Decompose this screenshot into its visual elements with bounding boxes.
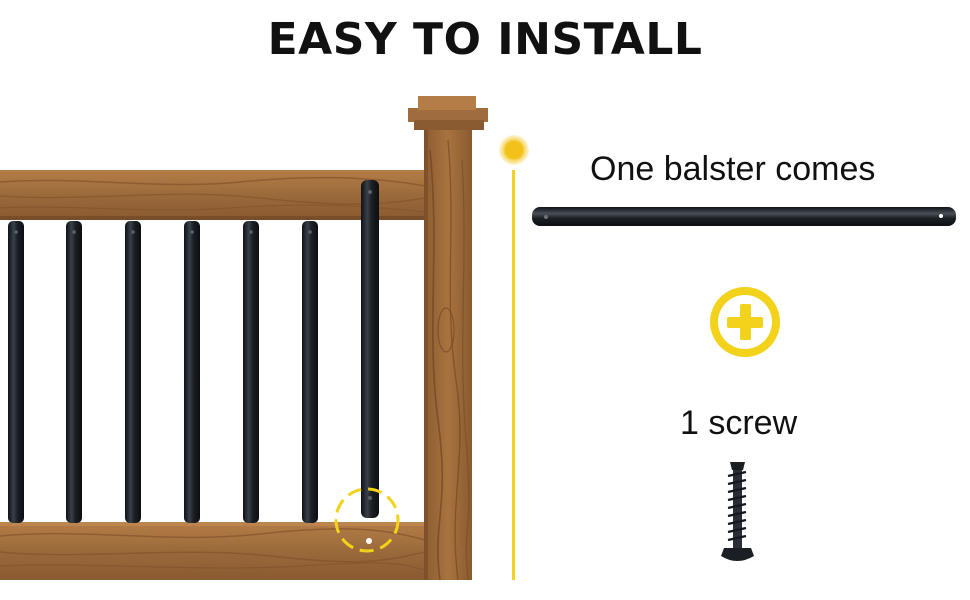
- baluster: [66, 221, 82, 523]
- baluster: [302, 221, 318, 523]
- single-baluster-product: [532, 207, 956, 226]
- baluster-being-installed: [361, 180, 379, 518]
- baluster: [243, 221, 259, 523]
- plus-icon: [710, 287, 780, 357]
- screw-icon: [721, 462, 754, 561]
- screw-caption: 1 screw: [680, 404, 798, 442]
- baluster: [125, 221, 141, 523]
- baluster-row: [8, 180, 379, 523]
- baluster: [184, 221, 200, 523]
- highlight-circle-icon: [334, 487, 400, 553]
- newel-post: [408, 96, 488, 581]
- baluster-caption: One balster comes: [590, 150, 876, 188]
- post-cap: [408, 96, 488, 130]
- bottom-rail: [0, 522, 426, 580]
- page-title: EASY TO INSTALL: [267, 14, 703, 65]
- baluster: [8, 221, 24, 523]
- top-rail: [0, 170, 426, 220]
- divider: [499, 135, 529, 580]
- marker-dot-icon: [366, 538, 372, 544]
